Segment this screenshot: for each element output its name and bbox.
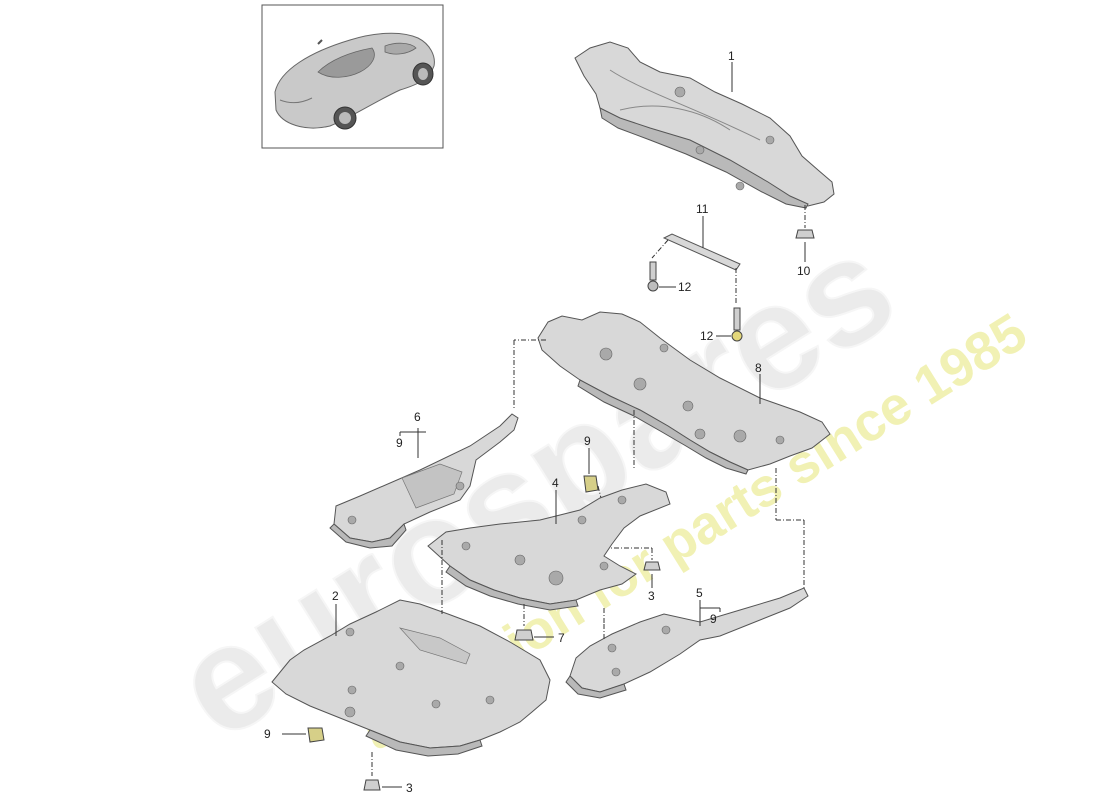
part-3-nut-middle[interactable] (643, 548, 661, 571)
part-6-left-cover[interactable] (329, 413, 519, 549)
callout-10: 10 (797, 264, 811, 278)
callout-11: 11 (696, 202, 709, 216)
part-2-front-panel[interactable] (271, 599, 551, 757)
callout-7: 7 (558, 631, 565, 645)
callout-4: 4 (552, 476, 559, 490)
part-12-bolt-a[interactable] (647, 261, 659, 292)
callout-9-middle: 9 (584, 434, 591, 448)
part-9-clip-middle[interactable] (583, 475, 599, 493)
callout-5-9: 9 (710, 612, 717, 626)
car-thumbnail[interactable] (261, 4, 444, 149)
part-5-right-cover[interactable] (565, 587, 809, 699)
part-3-nut-bottom[interactable] (363, 752, 381, 791)
car-thumbnail-icon (274, 32, 435, 130)
callout-3-middle: 3 (648, 589, 655, 603)
callout-12b: 12 (700, 329, 714, 343)
callout-6-9: 9 (396, 436, 403, 450)
part-11-strap[interactable] (662, 233, 741, 271)
part-10-nut[interactable] (795, 205, 815, 239)
callout-6: 6 (414, 410, 421, 424)
part-4-center-panel[interactable] (427, 483, 671, 611)
part-1-heat-shield[interactable] (574, 41, 835, 209)
callout-9-left: 9 (264, 727, 271, 741)
part-9-clip-left[interactable] (307, 727, 325, 743)
part-7-nut[interactable] (514, 604, 534, 641)
part-8-center-cover[interactable] (537, 311, 831, 475)
callout-3-bottom: 3 (406, 781, 413, 795)
callout-8: 8 (755, 361, 762, 375)
callout-12a: 12 (678, 280, 692, 294)
callout-1: 1 (728, 49, 735, 63)
callout-2: 2 (332, 589, 339, 603)
part-12-bolt-b[interactable] (731, 307, 743, 342)
callout-5: 5 (696, 586, 703, 600)
